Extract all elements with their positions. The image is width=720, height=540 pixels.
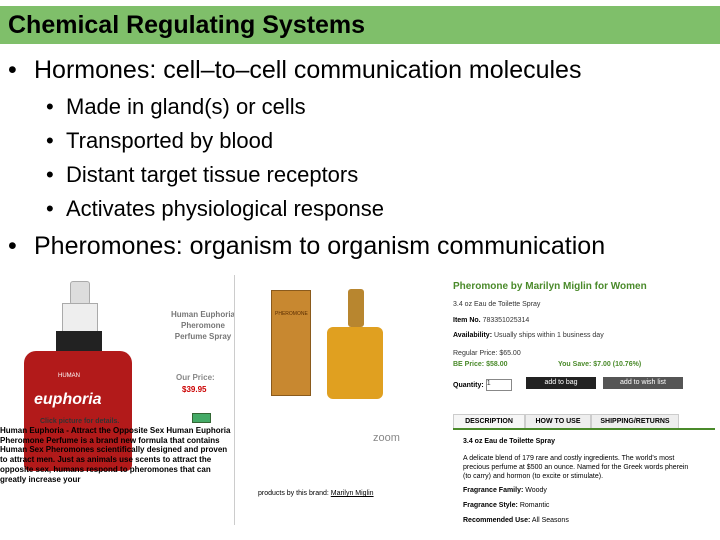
availability-row: Availability: Usually ships within 1 bus…: [453, 332, 604, 339]
you-save-value: $7.00 (10.76%): [593, 361, 642, 368]
be-price-value: $58.00: [486, 361, 508, 368]
fragrance-style-label: Fragrance Style:: [463, 502, 518, 509]
perfume-box-image: PHEROMONE: [271, 290, 311, 396]
bottle-brand-label: euphoria: [34, 391, 102, 408]
sub-bullet-text: Made in gland(s) or cells: [66, 94, 306, 119]
product-tabs: DESCRIPTION HOW TO USE SHIPPING/RETURNS: [453, 414, 715, 430]
regular-price-row: Regular Price: $65.00: [453, 350, 521, 357]
box-label: PHEROMONE: [275, 311, 308, 317]
fragrance-style-row: Fragrance Style: Romantic: [463, 502, 549, 509]
click-for-details-text[interactable]: Click picture for details.: [40, 418, 120, 425]
bottle-nozzle: [62, 303, 98, 333]
you-save-row: You Save: $7.00 (10.76%): [558, 361, 641, 368]
bottle-body: HUMAN euphoria: [24, 351, 132, 471]
slide-title-bar: Chemical Regulating Systems: [0, 6, 720, 44]
fragrance-family-value: Woody: [525, 487, 547, 494]
item-number-label: Item No.: [453, 317, 481, 324]
product-title[interactable]: Human Euphoria Pheromone Perfume Spray: [170, 310, 235, 341]
product-title: Pheromone by Marilyn Miglin for Women: [453, 281, 647, 292]
recommended-use-row: Recommended Use: All Seasons: [463, 517, 569, 524]
buy-button[interactable]: [192, 413, 211, 423]
quantity-label: Quantity:: [453, 381, 484, 389]
be-price-row: BE Price: $58.00: [453, 361, 508, 368]
add-to-bag-button[interactable]: add to bag: [526, 377, 596, 389]
description-line-3: (to carry) and hormon (to excite or stim…: [463, 473, 604, 480]
quantity-row: Quantity: 1: [453, 379, 512, 391]
tab-shipping-returns[interactable]: SHIPPING/RETURNS: [591, 414, 679, 428]
quantity-input[interactable]: 1: [485, 379, 512, 391]
product-listing-human-euphoria: HUMAN euphoria Human Euphoria Pheromone …: [0, 275, 240, 525]
bottle-neck: [56, 331, 102, 351]
slide-title: Chemical Regulating Systems: [8, 11, 366, 39]
tab-description[interactable]: DESCRIPTION: [453, 414, 525, 428]
add-to-wish-list-button[interactable]: add to wish list: [603, 377, 683, 389]
be-price-label: BE Price:: [453, 361, 485, 368]
bullet-dot: •: [46, 94, 54, 119]
bullet-dot: •: [8, 56, 17, 84]
bottle-cap: [70, 281, 90, 305]
product-description: Human Euphoria - Attract the Opposite Se…: [0, 426, 231, 484]
products-by-brand: products by this brand: Marilyn Miglin: [258, 490, 374, 497]
brand-prefix: products by this brand:: [258, 490, 329, 497]
product-size: 3.4 oz Eau de Toilette Spray: [453, 301, 541, 308]
perfume-cap: [348, 289, 364, 327]
bullet-dot: •: [8, 232, 17, 260]
product-image-panel: PHEROMONE zoom products by this brand: M…: [234, 275, 441, 525]
recommended-use-label: Recommended Use:: [463, 517, 531, 524]
bullet-dot: •: [46, 162, 54, 187]
regular-price-value: $65.00: [499, 350, 521, 357]
availability-value: Usually ships within 1 business day: [493, 332, 604, 339]
you-save-label: You Save:: [558, 361, 592, 368]
fragrance-family-label: Fragrance Family:: [463, 487, 524, 494]
price-value: $39.95: [182, 385, 207, 394]
perfume-body: [327, 327, 383, 399]
regular-price-label: Regular Price:: [453, 350, 498, 357]
bullet-text: Hormones: cell–to–cell communication mol…: [34, 56, 582, 84]
perfume-bottle-image[interactable]: [321, 289, 391, 401]
item-number-row: Item No. 783351025314: [453, 317, 529, 324]
sub-bullet-text: Transported by blood: [66, 128, 274, 153]
recommended-use-value: All Seasons: [531, 517, 569, 524]
price-label: Our Price:: [176, 373, 215, 382]
description-line-1: A delicate blend of 179 rare and costly …: [463, 455, 675, 462]
description-heading: 3.4 oz Eau de Toilette Spray: [463, 438, 556, 445]
product-detail-panel: Pheromone by Marilyn Miglin for Women 3.…: [448, 275, 720, 540]
tab-how-to-use[interactable]: HOW TO USE: [525, 414, 591, 428]
item-number-value: 783351025314: [482, 317, 530, 324]
zoom-link[interactable]: zoom: [373, 432, 400, 444]
sub-bullet-text: Distant target tissue receptors: [66, 162, 359, 187]
bullet-dot: •: [46, 196, 54, 221]
availability-label: Availability:: [453, 332, 493, 339]
brand-link[interactable]: Marilyn Miglin: [330, 490, 374, 497]
bullet-dot: •: [46, 128, 54, 153]
bullet-text: Pheromones: organism to organism communi…: [34, 232, 606, 260]
fragrance-style-value: Romantic: [519, 502, 550, 509]
sub-bullet-text: Activates physiological response: [66, 196, 384, 221]
description-line-2: precious perfume at $500 an ounce. Named…: [463, 464, 689, 471]
fragrance-family-row: Fragrance Family: Woody: [463, 487, 547, 494]
spray-bottle-image[interactable]: HUMAN euphoria: [18, 281, 132, 471]
bottle-sub-label: HUMAN: [58, 373, 80, 379]
